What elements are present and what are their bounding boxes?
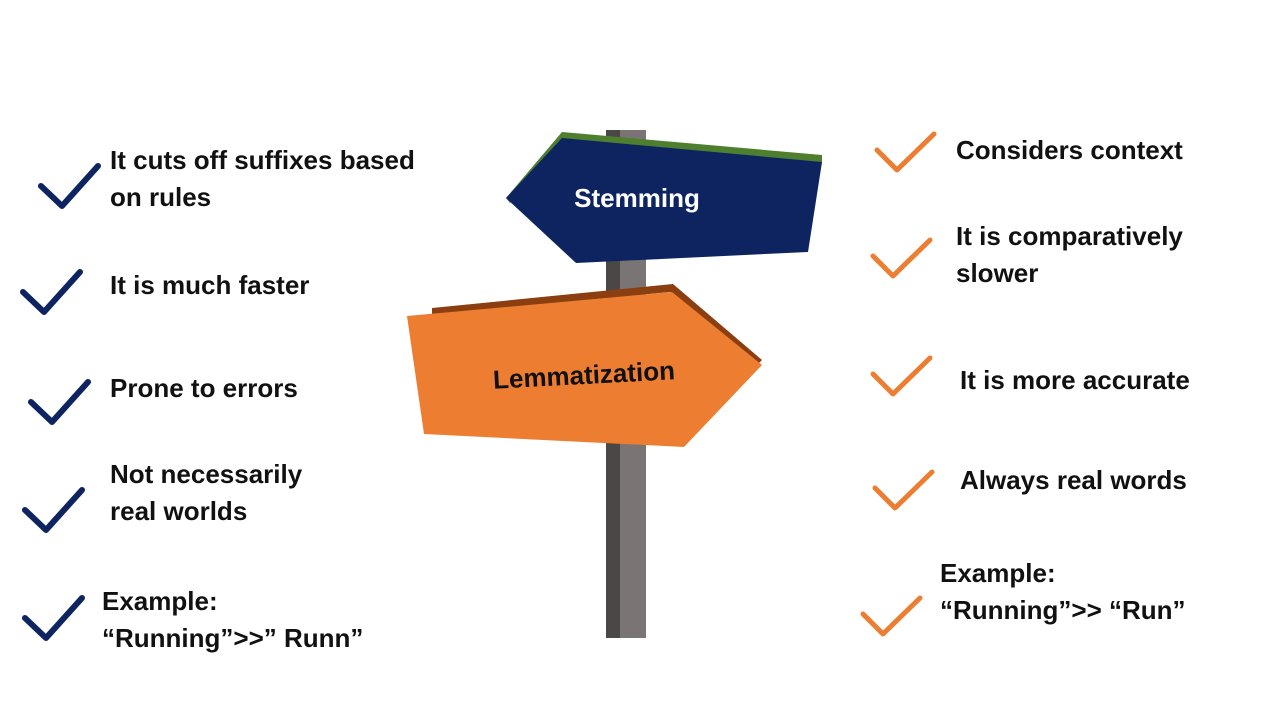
- check-icon: [872, 128, 938, 180]
- check-icon: [858, 592, 924, 644]
- stemming-point-faster: It is much faster: [110, 267, 309, 304]
- check-icon: [870, 466, 936, 518]
- lemmatization-sign: Lemmatization: [407, 284, 762, 447]
- stemming-point-example: Example: “Running”>>” Runn”: [102, 583, 363, 657]
- check-icon: [18, 266, 84, 318]
- check-icon: [36, 160, 102, 212]
- stemming-point-rules: It cuts off suffixes based on rules: [110, 142, 415, 216]
- check-icon: [20, 484, 86, 536]
- check-icon: [26, 376, 92, 428]
- lemmatization-point-real-words: Always real words: [960, 462, 1187, 499]
- check-icon: [868, 234, 934, 286]
- stemming-sign: Stemming: [506, 132, 822, 263]
- lemmatization-point-slower: It is comparatively slower: [956, 218, 1183, 292]
- stemming-point-errors: Prone to errors: [110, 370, 298, 407]
- check-icon: [20, 592, 86, 644]
- lemmatization-point-accurate: It is more accurate: [960, 362, 1190, 399]
- stemming-point-words: Not necessarily real worlds: [110, 456, 302, 530]
- stemming-sign-label: Stemming: [574, 183, 700, 213]
- check-icon: [868, 352, 934, 404]
- lemmatization-point-context: Considers context: [956, 132, 1183, 169]
- lemmatization-point-example: Example: “Running”>> “Run”: [940, 555, 1186, 629]
